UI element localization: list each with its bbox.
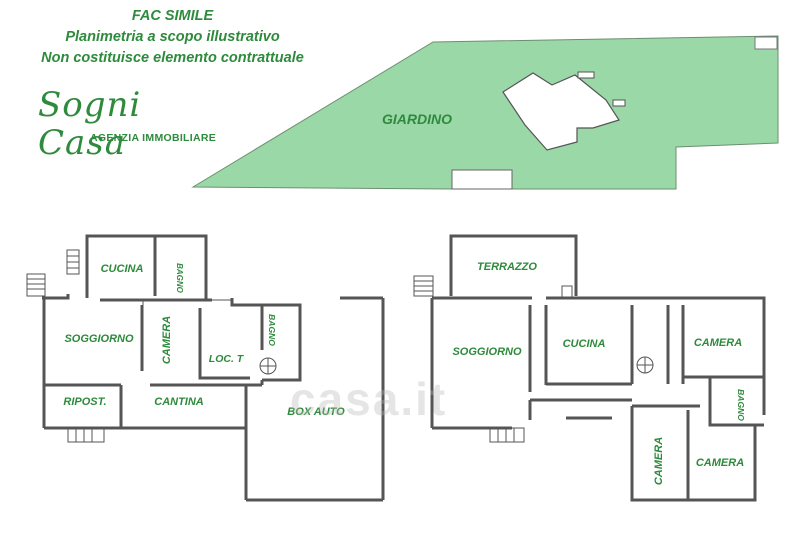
garden-step [612, 99, 626, 107]
disclaimer-line-contractual: Non costituisce elemento contrattuale [41, 50, 304, 66]
room-label-ripost: RIPOST. [63, 396, 106, 408]
room-label-terrazzo: TERRAZZO [477, 261, 537, 273]
room-label-soggiorno-right: SOGGIORNO [452, 346, 522, 358]
room-label-loc-t: LOC. T [209, 353, 245, 365]
room-label-cantina: CANTINA [154, 396, 204, 408]
right-plan-walls [430, 234, 766, 502]
room-label-camera: CAMERA [161, 316, 173, 364]
left-plan-details [26, 249, 277, 443]
disclaimer-title: FAC SIMILE [131, 8, 214, 24]
room-label-bagno-small: BAGNO [175, 263, 184, 294]
right-plan-details [413, 275, 654, 443]
right-room-labels: TERRAZZO SOGGIORNO CUCINA CAMERA BAGNO C… [452, 261, 746, 485]
left-bottom-stair [67, 427, 105, 443]
watermark: casa.it [290, 373, 448, 425]
logo-tagline: AGENZIA IMMOBILIARE [90, 132, 217, 144]
garden-step [577, 71, 595, 79]
disclaimer: FAC SIMILE Planimetria a scopo illustrat… [0, 6, 345, 69]
chimney [561, 285, 573, 299]
room-label-soggiorno: SOGGIORNO [64, 333, 134, 345]
right-bottom-stair [489, 427, 525, 443]
room-label-bagno: BAGNO [267, 314, 277, 346]
garden-outbuilding [754, 36, 778, 50]
garden-label: GIARDINO [382, 111, 452, 127]
room-label-cucina: CUCINA [101, 263, 144, 275]
garden-parking [451, 169, 513, 190]
room-label-box-auto: BOX AUTO [287, 406, 345, 418]
room-label-camera-2: CAMERA [653, 437, 665, 485]
left-stair [26, 273, 46, 297]
room-label-cucina-right: CUCINA [563, 338, 606, 350]
room-label-bagno-right: BAGNO [736, 389, 746, 421]
garden-area: GIARDINO [191, 35, 779, 190]
logo-name: Sogni Casa [38, 85, 142, 163]
room-label-camera-1: CAMERA [694, 337, 742, 349]
room-label-camera-3: CAMERA [696, 457, 744, 469]
agency-logo: Sogni Casa AGENZIA IMMOBILIARE [30, 86, 220, 162]
disclaimer-line-illustrative: Planimetria a scopo illustrativo [65, 29, 280, 45]
left-room-labels: CUCINA BAGNO SOGGIORNO CAMERA BAGNO LOC.… [63, 263, 345, 418]
left-plan-walls [42, 234, 385, 502]
house-footprint [502, 72, 620, 151]
